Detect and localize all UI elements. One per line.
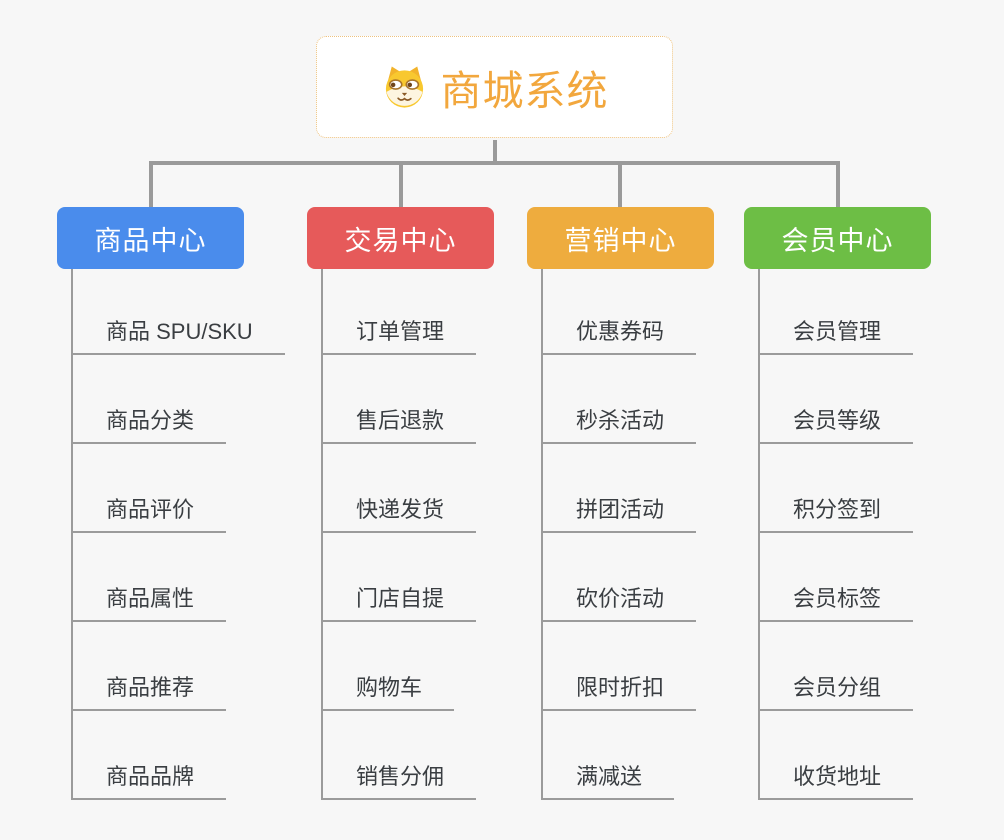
subtopic-item[interactable]: 会员管理 xyxy=(758,317,914,355)
subtopic-label: 售后退款 xyxy=(321,406,477,444)
subtopic-item[interactable]: 会员等级 xyxy=(758,406,914,444)
subtopic-label: 优惠券码 xyxy=(541,317,697,355)
subtopic-label: 拼团活动 xyxy=(541,495,697,533)
subtopic-label: 商品分类 xyxy=(71,406,227,444)
subtopic-item[interactable]: 商品推荐 xyxy=(71,673,227,711)
subtopic-label: 会员等级 xyxy=(758,406,914,444)
branch-spine xyxy=(321,269,323,800)
subtopic-item[interactable]: 收货地址 xyxy=(758,762,914,800)
subtopic-label: 会员分组 xyxy=(758,673,914,711)
branch-node-members[interactable]: 会员中心 xyxy=(744,207,931,269)
dog-face-icon xyxy=(385,66,423,108)
subtopic-item[interactable]: 满减送 xyxy=(541,762,675,800)
root-title: 商城系统 xyxy=(440,68,609,114)
branch-spine xyxy=(541,269,543,800)
subtopic-item[interactable]: 商品品牌 xyxy=(71,762,227,800)
subtopic-item[interactable]: 会员分组 xyxy=(758,673,914,711)
branch-node-trade[interactable]: 交易中心 xyxy=(307,207,494,269)
branch-stub-connector xyxy=(618,163,622,208)
subtopic-label: 门店自提 xyxy=(321,584,477,622)
subtopic-label: 会员标签 xyxy=(758,584,914,622)
subtopic-item[interactable]: 快递发货 xyxy=(321,495,477,533)
branch-stub-connector xyxy=(149,163,153,208)
subtopic-label: 快递发货 xyxy=(321,495,477,533)
subtopic-item[interactable]: 积分签到 xyxy=(758,495,914,533)
subtopic-label: 订单管理 xyxy=(321,317,477,355)
branch-node-products[interactable]: 商品中心 xyxy=(57,207,244,269)
subtopic-item[interactable]: 订单管理 xyxy=(321,317,477,355)
subtopic-item[interactable]: 商品 SPU/SKU xyxy=(71,317,285,355)
subtopic-item[interactable]: 秒杀活动 xyxy=(541,406,697,444)
subtopic-item[interactable]: 门店自提 xyxy=(321,584,477,622)
subtopic-label: 商品品牌 xyxy=(71,762,227,800)
branch-bus-connector xyxy=(149,161,840,165)
branch-node-marketing[interactable]: 营销中心 xyxy=(527,207,714,269)
subtopic-label: 商品推荐 xyxy=(71,673,227,711)
subtopic-item[interactable]: 购物车 xyxy=(321,673,455,711)
subtopic-item[interactable]: 会员标签 xyxy=(758,584,914,622)
subtopic-item[interactable]: 砍价活动 xyxy=(541,584,697,622)
subtopic-item[interactable]: 商品评价 xyxy=(71,495,227,533)
subtopic-item[interactable]: 限时折扣 xyxy=(541,673,697,711)
subtopic-item[interactable]: 商品属性 xyxy=(71,584,227,622)
subtopic-item[interactable]: 拼团活动 xyxy=(541,495,697,533)
subtopic-label: 满减送 xyxy=(541,762,675,800)
branch-stub-connector xyxy=(836,163,840,208)
subtopic-label: 秒杀活动 xyxy=(541,406,697,444)
root-stem-connector xyxy=(493,140,497,164)
subtopic-label: 限时折扣 xyxy=(541,673,697,711)
subtopic-item[interactable]: 售后退款 xyxy=(321,406,477,444)
subtopic-label: 会员管理 xyxy=(758,317,914,355)
subtopic-label: 商品属性 xyxy=(71,584,227,622)
subtopic-label: 商品评价 xyxy=(71,495,227,533)
subtopic-item[interactable]: 销售分佣 xyxy=(321,762,477,800)
subtopic-label: 砍价活动 xyxy=(541,584,697,622)
branch-spine xyxy=(71,269,73,800)
root-node[interactable]: 商城系统 xyxy=(316,36,673,138)
subtopic-label: 积分签到 xyxy=(758,495,914,533)
subtopic-item[interactable]: 商品分类 xyxy=(71,406,227,444)
subtopic-label: 购物车 xyxy=(321,673,455,711)
subtopic-label: 收货地址 xyxy=(758,762,914,800)
branch-spine xyxy=(758,269,760,800)
subtopic-label: 商品 SPU/SKU xyxy=(71,317,285,355)
branch-stub-connector xyxy=(399,163,403,208)
subtopic-item[interactable]: 优惠券码 xyxy=(541,317,697,355)
subtopic-label: 销售分佣 xyxy=(321,762,477,800)
